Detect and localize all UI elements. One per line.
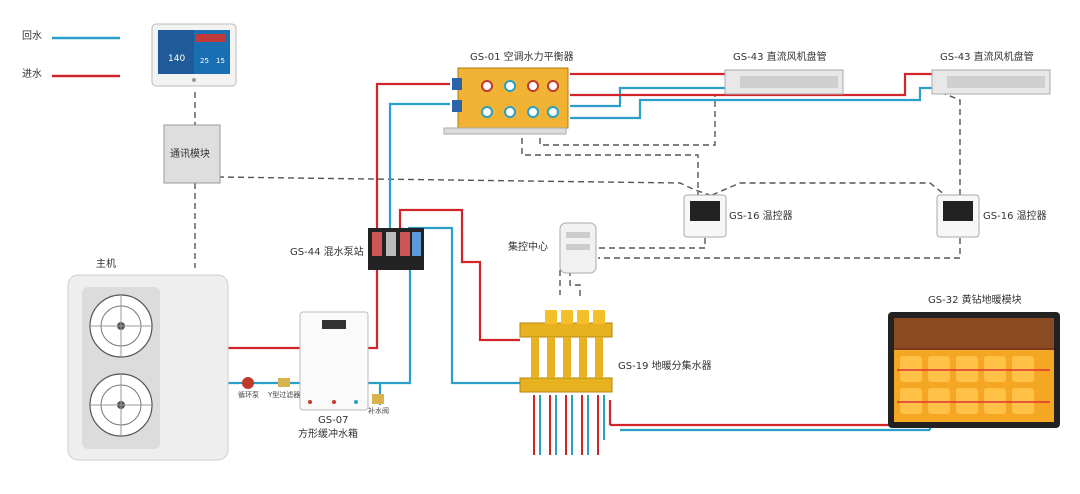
circulation-pump-label: 循环泵 <box>238 391 259 399</box>
circulation-pump-icon <box>242 377 254 389</box>
panel-num1: 25 <box>200 57 209 65</box>
tank-name-label: 方形缓冲水箱 <box>298 429 358 440</box>
fan-coil-2-label: GS-43 直流风机盘管 <box>940 52 1034 63</box>
comm-module-label: 通讯模块 <box>170 149 210 160</box>
balancer-label: GS-01 空调水力平衡器 <box>470 52 574 63</box>
touch-panel <box>151 23 237 87</box>
makeup-valve-label: 补水阀 <box>368 407 389 415</box>
makeup-valve-icon <box>372 394 384 404</box>
floor-heating-manifold <box>519 310 613 393</box>
heat-pump-unit <box>67 274 229 461</box>
thermostat-1 <box>683 194 727 238</box>
mixing-station-label: GS-44 混水泵站 <box>290 247 364 258</box>
manifold-label: GS-19 地暖分集水器 <box>618 361 712 372</box>
legend-return-label: 回水 <box>22 31 42 42</box>
return-pipes <box>368 86 932 432</box>
y-filter-label: Y型过滤器 <box>268 391 301 399</box>
tank-model-label: GS-07 <box>318 415 349 426</box>
water-balancer <box>443 67 569 135</box>
fan-coil-unit-2 <box>931 69 1051 95</box>
comm-module-box <box>163 124 221 184</box>
central-control-unit <box>559 222 597 274</box>
thermostat-2-label: GS-16 温控器 <box>983 211 1047 222</box>
fan-coil-unit-1 <box>724 69 844 95</box>
thermostat-1-label: GS-16 温控器 <box>729 211 793 222</box>
buffer-tank <box>299 311 369 411</box>
control-wiring <box>194 91 961 300</box>
y-filter-icon <box>278 378 290 387</box>
central-control-label: 集控中心 <box>508 242 548 253</box>
panel-value: 140 <box>168 54 186 64</box>
panel-num2: 15 <box>216 57 225 65</box>
legend-supply-label: 进水 <box>22 69 42 80</box>
manifold-drop-pipes <box>533 395 605 455</box>
main-unit-label: 主机 <box>96 259 116 270</box>
floor-heating-module-label: GS-32 黄钻地暖模块 <box>928 295 1022 306</box>
fan-coil-1-label: GS-43 直流风机盘管 <box>733 52 827 63</box>
floor-heating-module-picture <box>888 312 1060 428</box>
supply-pipes <box>228 72 932 427</box>
thermostat-2 <box>936 194 980 238</box>
mixing-station <box>368 228 424 270</box>
